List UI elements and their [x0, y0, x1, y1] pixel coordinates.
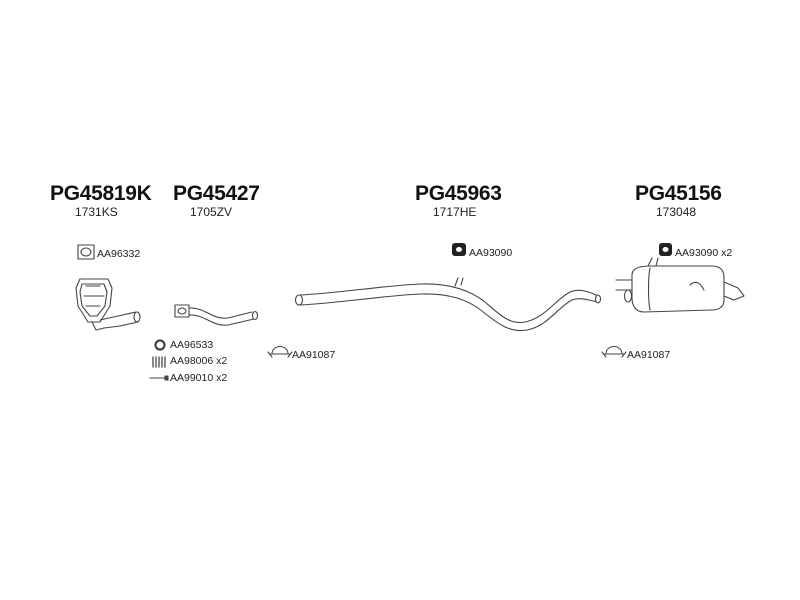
label-clamp-right: AA91087 [627, 349, 671, 361]
label-bolt: AA99010 x2 [170, 372, 228, 384]
front-pipe-icon [174, 304, 259, 326]
hanger-icon-right [659, 243, 672, 256]
bolt-icon [149, 375, 169, 381]
label-hanger-middle: AA93090 [469, 247, 513, 259]
label-ring-gasket: AA96533 [170, 339, 214, 351]
label-gasket-cat: AA96332 [97, 248, 141, 260]
rear-silencer-icon [615, 257, 745, 313]
label-clamp-left: AA91087 [292, 349, 336, 361]
middle-pipe-icon [294, 277, 602, 332]
ring-gasket-icon [154, 339, 166, 351]
clamp-icon-left [267, 345, 293, 358]
label-spring: AA98006 x2 [170, 355, 228, 367]
part-code-front-pipe: PG45427 [173, 182, 260, 205]
part-code-middle-pipe: PG45963 [415, 182, 502, 205]
clamp-icon-right [601, 345, 627, 358]
hanger-icon-middle [452, 243, 466, 256]
spring-icon [152, 356, 166, 368]
gasket-icon [77, 244, 95, 260]
catalytic-converter-icon [75, 278, 141, 331]
part-code-catalyst: PG45819K [50, 182, 152, 205]
part-code-rear-silencer: PG45156 [635, 182, 722, 205]
oem-code-front-pipe: 1705ZV [190, 205, 233, 219]
oem-code-middle-pipe: 1717HE [433, 205, 477, 219]
label-hanger-right: AA93090 x2 [675, 247, 733, 259]
oem-code-catalyst: 1731KS [75, 205, 118, 219]
oem-code-rear-silencer: 173048 [656, 205, 697, 219]
